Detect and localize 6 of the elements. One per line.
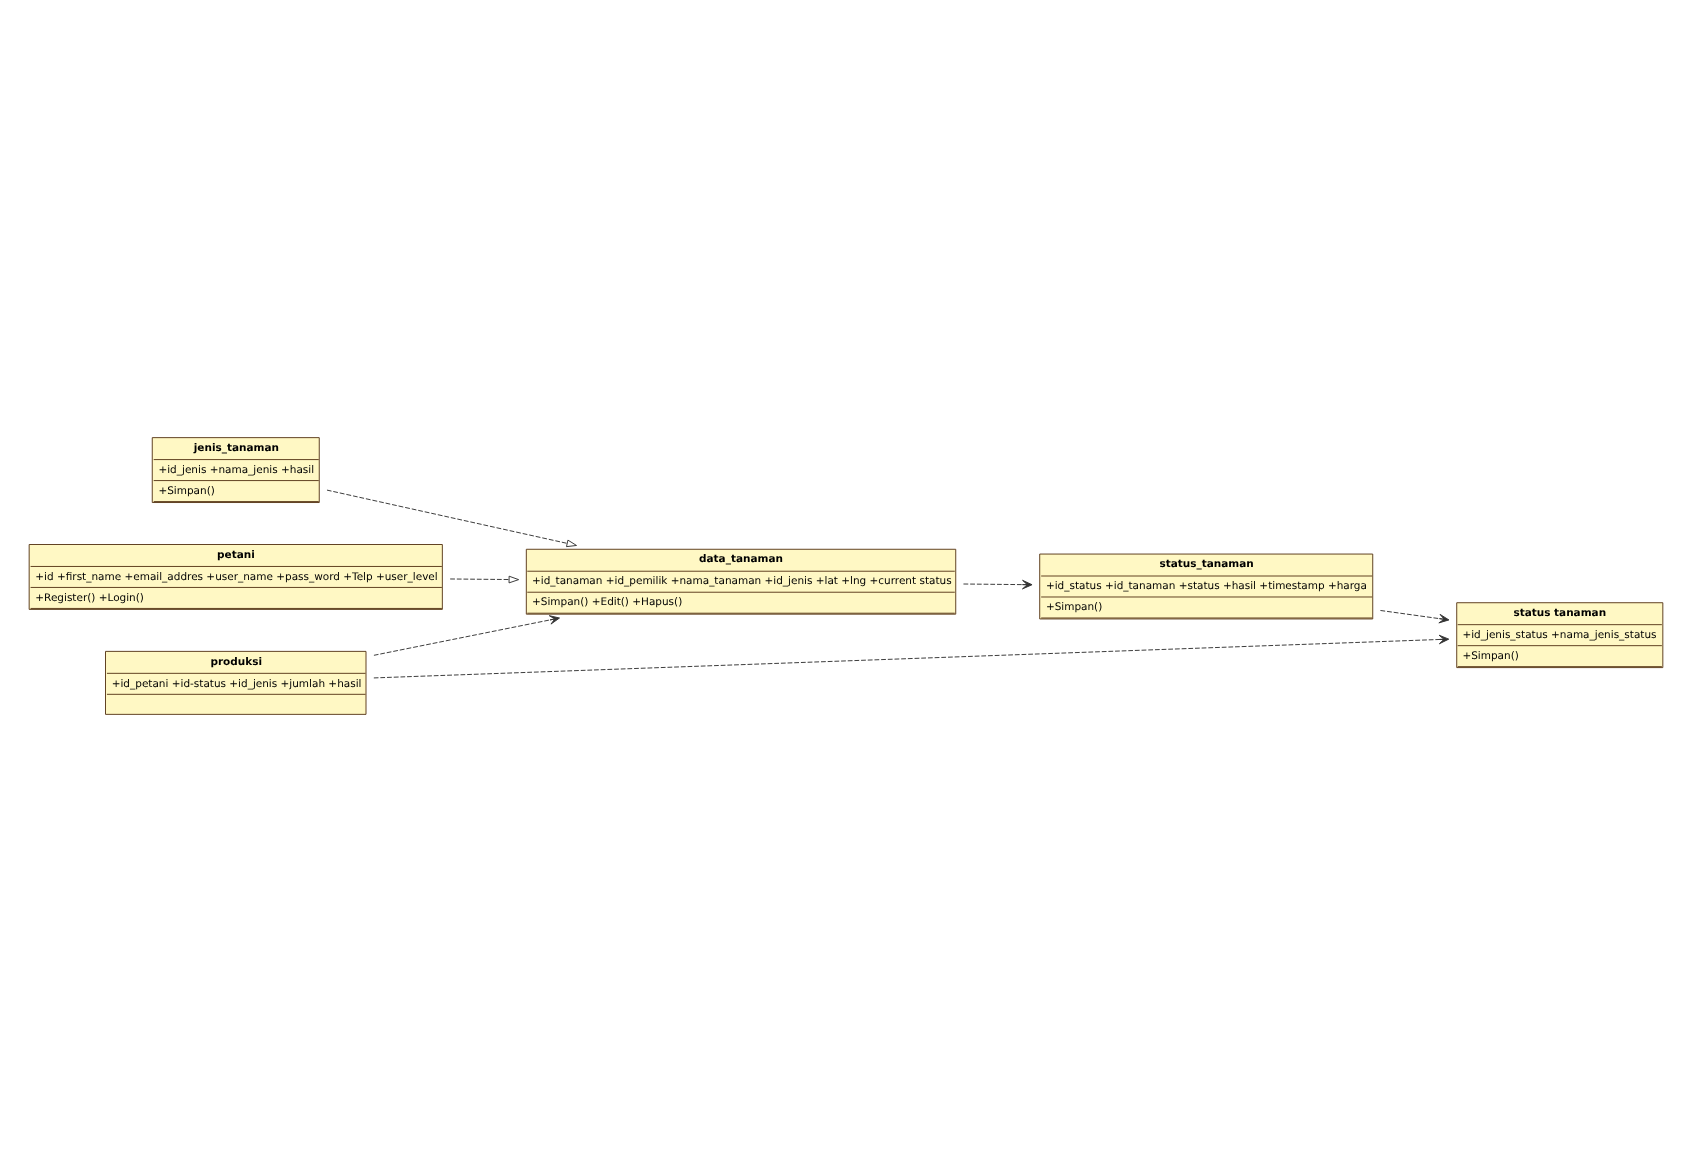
arrow <box>963 579 1033 590</box>
arrow <box>326 489 577 548</box>
arrow <box>1379 610 1450 624</box>
arrow <box>373 634 1450 679</box>
arrow <box>449 575 520 584</box>
arrow <box>373 615 560 656</box>
